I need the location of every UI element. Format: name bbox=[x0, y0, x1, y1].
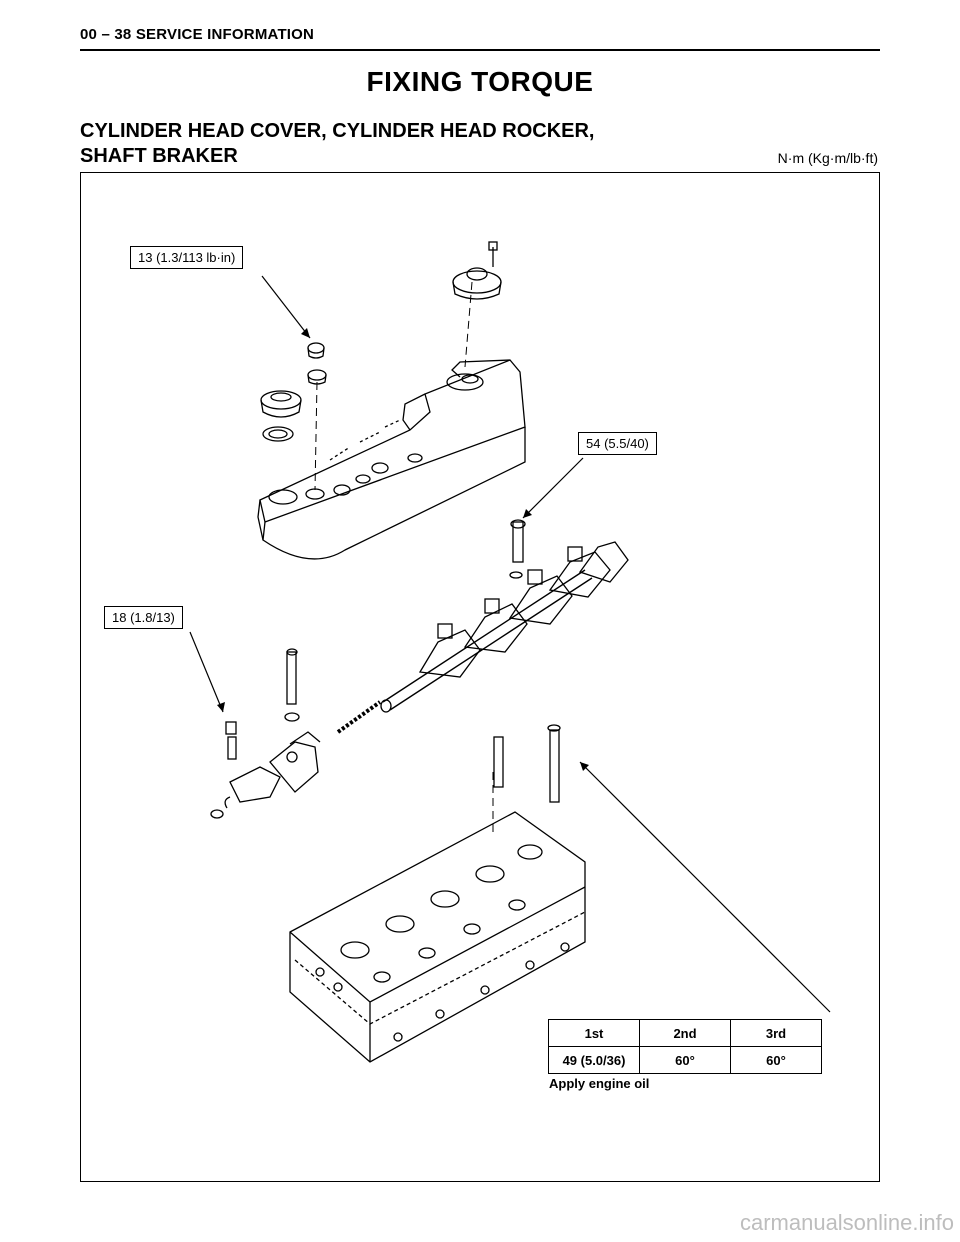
torque-step-2-header: 2nd bbox=[639, 1019, 731, 1047]
page-title: FIXING TORQUE bbox=[366, 66, 594, 97]
apply-oil-note: Apply engine oil bbox=[549, 1076, 650, 1091]
rocker-arms bbox=[418, 541, 629, 678]
center-lines bbox=[314, 281, 494, 832]
head-bolt-part bbox=[493, 724, 561, 803]
rocker-bracket-tops bbox=[437, 546, 583, 639]
head-ports bbox=[315, 844, 570, 1042]
torque-step-3-header: 3rd bbox=[730, 1019, 822, 1047]
callout-rocker-bolt-torque: 54 (5.5/40) bbox=[578, 432, 657, 455]
leader-lines bbox=[189, 275, 831, 1013]
page-header: 00 – 38 SERVICE INFORMATION bbox=[80, 26, 315, 43]
cylinder-head-cover-part bbox=[257, 359, 526, 560]
cylinder-head-part bbox=[289, 811, 586, 1063]
torque-table-header-row: 1st 2nd 3rd bbox=[548, 1019, 822, 1047]
diagram-frame bbox=[80, 172, 880, 1182]
section-title-line2: SHAFT BRAKER bbox=[80, 145, 238, 167]
torque-step-2-value: 60° bbox=[639, 1046, 731, 1074]
torque-step-3-value: 60° bbox=[730, 1046, 822, 1074]
units-label: N·m (Kg·m/lb·ft) bbox=[777, 150, 878, 166]
oil-filler-cap-part bbox=[260, 390, 302, 442]
watermark: carmanualsonline.info bbox=[739, 1210, 954, 1235]
exploded-assembly-diagram bbox=[189, 241, 831, 1063]
section-title-line1: CYLINDER HEAD COVER, CYLINDER HEAD ROCKE… bbox=[80, 120, 595, 142]
torque-sequence-table: 1st 2nd 3rd 49 (5.0/36) 60° 60° bbox=[548, 1019, 822, 1074]
torque-step-1-header: 1st bbox=[548, 1019, 640, 1047]
rocker-shaft-assembly-part bbox=[336, 519, 629, 734]
torque-step-1-value: 49 (5.0/36) bbox=[548, 1046, 640, 1074]
front-rocker-part bbox=[210, 731, 321, 819]
cover-cap-part bbox=[452, 241, 502, 300]
leader-arrowheads bbox=[217, 328, 589, 771]
studs-and-spring-part bbox=[225, 648, 300, 760]
callout-cover-bolt-torque: 13 (1.3/113 lb·in) bbox=[130, 246, 244, 269]
torque-table-value-row: 49 (5.0/36) 60° 60° bbox=[548, 1046, 822, 1074]
header-rule bbox=[80, 49, 880, 51]
cover-bolt-part bbox=[307, 342, 327, 385]
callout-nut-torque: 18 (1.8/13) bbox=[104, 606, 183, 629]
